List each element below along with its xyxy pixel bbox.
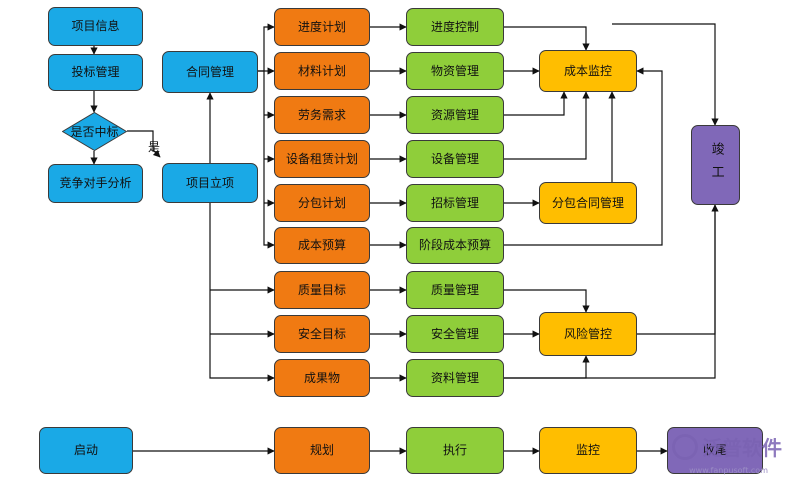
quality-management-node: 质量管理 — [406, 271, 504, 309]
brand-logo-icon — [672, 433, 698, 460]
watermark-url: www.fanpusoft.com — [689, 466, 768, 475]
yes-edge-label: 是 — [148, 140, 161, 154]
equipment-lease-plan-node: 设备租赁计划 — [274, 140, 370, 178]
safety-management-node: 安全管理 — [406, 315, 504, 353]
bid-management-node: 投标管理 — [48, 54, 143, 91]
schedule-plan-node: 进度计划 — [274, 8, 370, 46]
phase-start-node: 启动 — [39, 427, 133, 474]
project-setup-node: 项目立项 — [162, 163, 258, 203]
risk-control-node: 风险管控 — [539, 312, 637, 356]
schedule-control-node: 进度控制 — [406, 8, 504, 46]
subcontract-plan-node: 分包计划 — [274, 184, 370, 222]
tender-management-node: 招标管理 — [406, 184, 504, 222]
labor-demand-node: 劳务需求 — [274, 96, 370, 134]
watermark-brand-text: 泛普软件 — [702, 436, 782, 460]
completion-node: 竣工 — [691, 125, 740, 205]
material-management-node: 物资管理 — [406, 52, 504, 90]
bid-won-decision: 是否中标 — [62, 112, 127, 151]
decision-diamond-shape — [62, 112, 127, 151]
cost-budget-node: 成本预算 — [274, 227, 370, 264]
subcontract-management-node: 分包合同管理 — [539, 182, 637, 224]
cost-monitoring-node: 成本监控 — [539, 50, 637, 92]
document-management-node: 资料管理 — [406, 359, 504, 397]
equipment-management-node: 设备管理 — [406, 140, 504, 178]
material-plan-node: 材料计划 — [274, 52, 370, 90]
resource-management-node: 资源管理 — [406, 96, 504, 134]
competitor-analysis-node: 竞争对手分析 — [48, 164, 143, 203]
bid-won-label: 是否中标 — [70, 125, 119, 139]
deliverables-node: 成果物 — [274, 359, 370, 397]
phase-planning-node: 规划 — [274, 427, 370, 474]
phase-monitoring-node: 监控 — [539, 427, 637, 474]
contract-management-node: 合同管理 — [162, 51, 258, 93]
safety-target-node: 安全目标 — [274, 315, 370, 353]
project-info-node: 项目信息 — [48, 7, 143, 46]
quality-target-node: 质量目标 — [274, 271, 370, 309]
stage-cost-budget-node: 阶段成本预算 — [406, 227, 504, 264]
phase-execution-node: 执行 — [406, 427, 504, 474]
watermark-logo: 泛普软件 — [672, 432, 782, 461]
